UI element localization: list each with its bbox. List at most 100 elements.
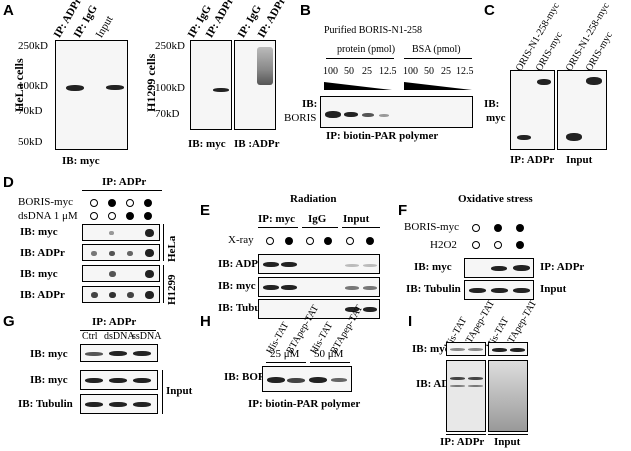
blot-f-2 (464, 280, 534, 300)
dot (145, 229, 154, 237)
ib-label: IB :ADPr (234, 138, 280, 150)
divider (82, 190, 162, 191)
panel-label-e: E (200, 202, 211, 219)
ip-label: IP: ADPr (92, 316, 137, 328)
b-title: Purified BORIS-N1-258 (324, 25, 423, 36)
blot-e-3 (258, 299, 380, 319)
ib-label: IB: ADPr (20, 247, 65, 259)
blot-c-input (557, 70, 607, 150)
ib-target: BORIS (284, 112, 317, 124)
panel-label-c: C (484, 2, 495, 19)
ip-label: IP: biotin-PAR polymer (326, 130, 439, 142)
bracket (163, 265, 164, 303)
band (345, 307, 359, 312)
row-label: BORIS-myc (404, 221, 459, 233)
band (517, 135, 531, 140)
band (450, 385, 465, 387)
b-bsa-label: BSA (pmol) (412, 44, 461, 55)
ib-label: IB: myc (20, 226, 58, 238)
right-label: Input (540, 283, 567, 295)
marker: 250kD (18, 40, 48, 52)
divider (342, 227, 380, 228)
row-label: X-ray (228, 234, 254, 246)
dot-plus (144, 199, 152, 207)
blot-h (262, 366, 352, 392)
band (281, 262, 297, 267)
ib-label: IB: myc (20, 268, 58, 280)
ib-label: IB: ADPr (218, 258, 263, 270)
bracket (163, 224, 164, 261)
conc-label: 50 μM (314, 348, 344, 360)
band (537, 79, 551, 85)
input-label: Input (494, 436, 521, 448)
ib-label: IB: Tubulin (406, 283, 461, 295)
blot-g-2 (80, 370, 158, 390)
ib-label: IB: Tubulin (18, 398, 73, 410)
band (85, 352, 103, 356)
row-label: H2O2 (430, 239, 457, 251)
marker: 100kD (18, 80, 48, 92)
band (513, 265, 530, 271)
band (491, 266, 507, 271)
blot-i-adpr-input (488, 360, 528, 432)
blot-d-4 (82, 286, 160, 303)
ib-label: IB: myc (30, 374, 68, 386)
lane-label: Input (93, 13, 116, 40)
lane-label: Ctrl (82, 331, 98, 342)
blot-e-1 (258, 254, 380, 274)
blot-g-3 (80, 394, 158, 414)
blot-c-ip (510, 70, 555, 150)
blot-d-2 (82, 244, 160, 261)
band (363, 286, 377, 290)
amount: 100 (403, 66, 418, 77)
band (468, 385, 483, 387)
panel-label-f: F (398, 202, 408, 219)
blot-e-2 (258, 277, 380, 297)
amount: 25 (441, 66, 451, 77)
cell-line-label: H1299 (166, 274, 178, 305)
band (109, 351, 127, 356)
dot (91, 251, 97, 256)
band (363, 307, 377, 312)
f-title: Oxidative stress (458, 193, 533, 205)
dot-plus (108, 199, 116, 207)
gradient-triangle (324, 82, 472, 90)
marker: 70kD (18, 105, 43, 117)
band (263, 285, 279, 290)
blot-a-hela (55, 40, 128, 150)
ib-target: myc (486, 112, 506, 124)
ib-label: IB: myc (30, 348, 68, 360)
cell-line-label: HeLa (166, 235, 178, 262)
band (379, 114, 389, 117)
divider (80, 330, 156, 331)
amount: 12.5 (379, 66, 397, 77)
dot (109, 251, 115, 256)
blot-i-myc-input (488, 342, 528, 356)
dot-minus (494, 241, 502, 249)
band (513, 288, 530, 293)
band (450, 348, 465, 351)
dot-plus (516, 241, 524, 249)
dot (109, 231, 114, 235)
marker: 100kD (155, 82, 185, 94)
dot-minus (266, 237, 274, 245)
dot-plus (126, 212, 134, 220)
amount: 50 (344, 66, 354, 77)
ib-label: IB: myc (62, 155, 100, 167)
ip-label: IP: ADPr (440, 436, 485, 448)
band (586, 77, 602, 85)
blot-d-3 (82, 265, 160, 282)
band (450, 377, 465, 380)
band (491, 288, 508, 293)
input-label: Input (566, 154, 593, 166)
dot-minus (90, 199, 98, 207)
ib-label: IB: myc (188, 138, 226, 150)
divider (326, 58, 394, 59)
panel-label-b: B (300, 2, 311, 19)
band (109, 402, 127, 407)
band (345, 286, 359, 290)
dot-plus (366, 237, 374, 245)
dot-minus (126, 199, 134, 207)
divider (404, 58, 472, 59)
ib-label: IB: (484, 98, 500, 110)
